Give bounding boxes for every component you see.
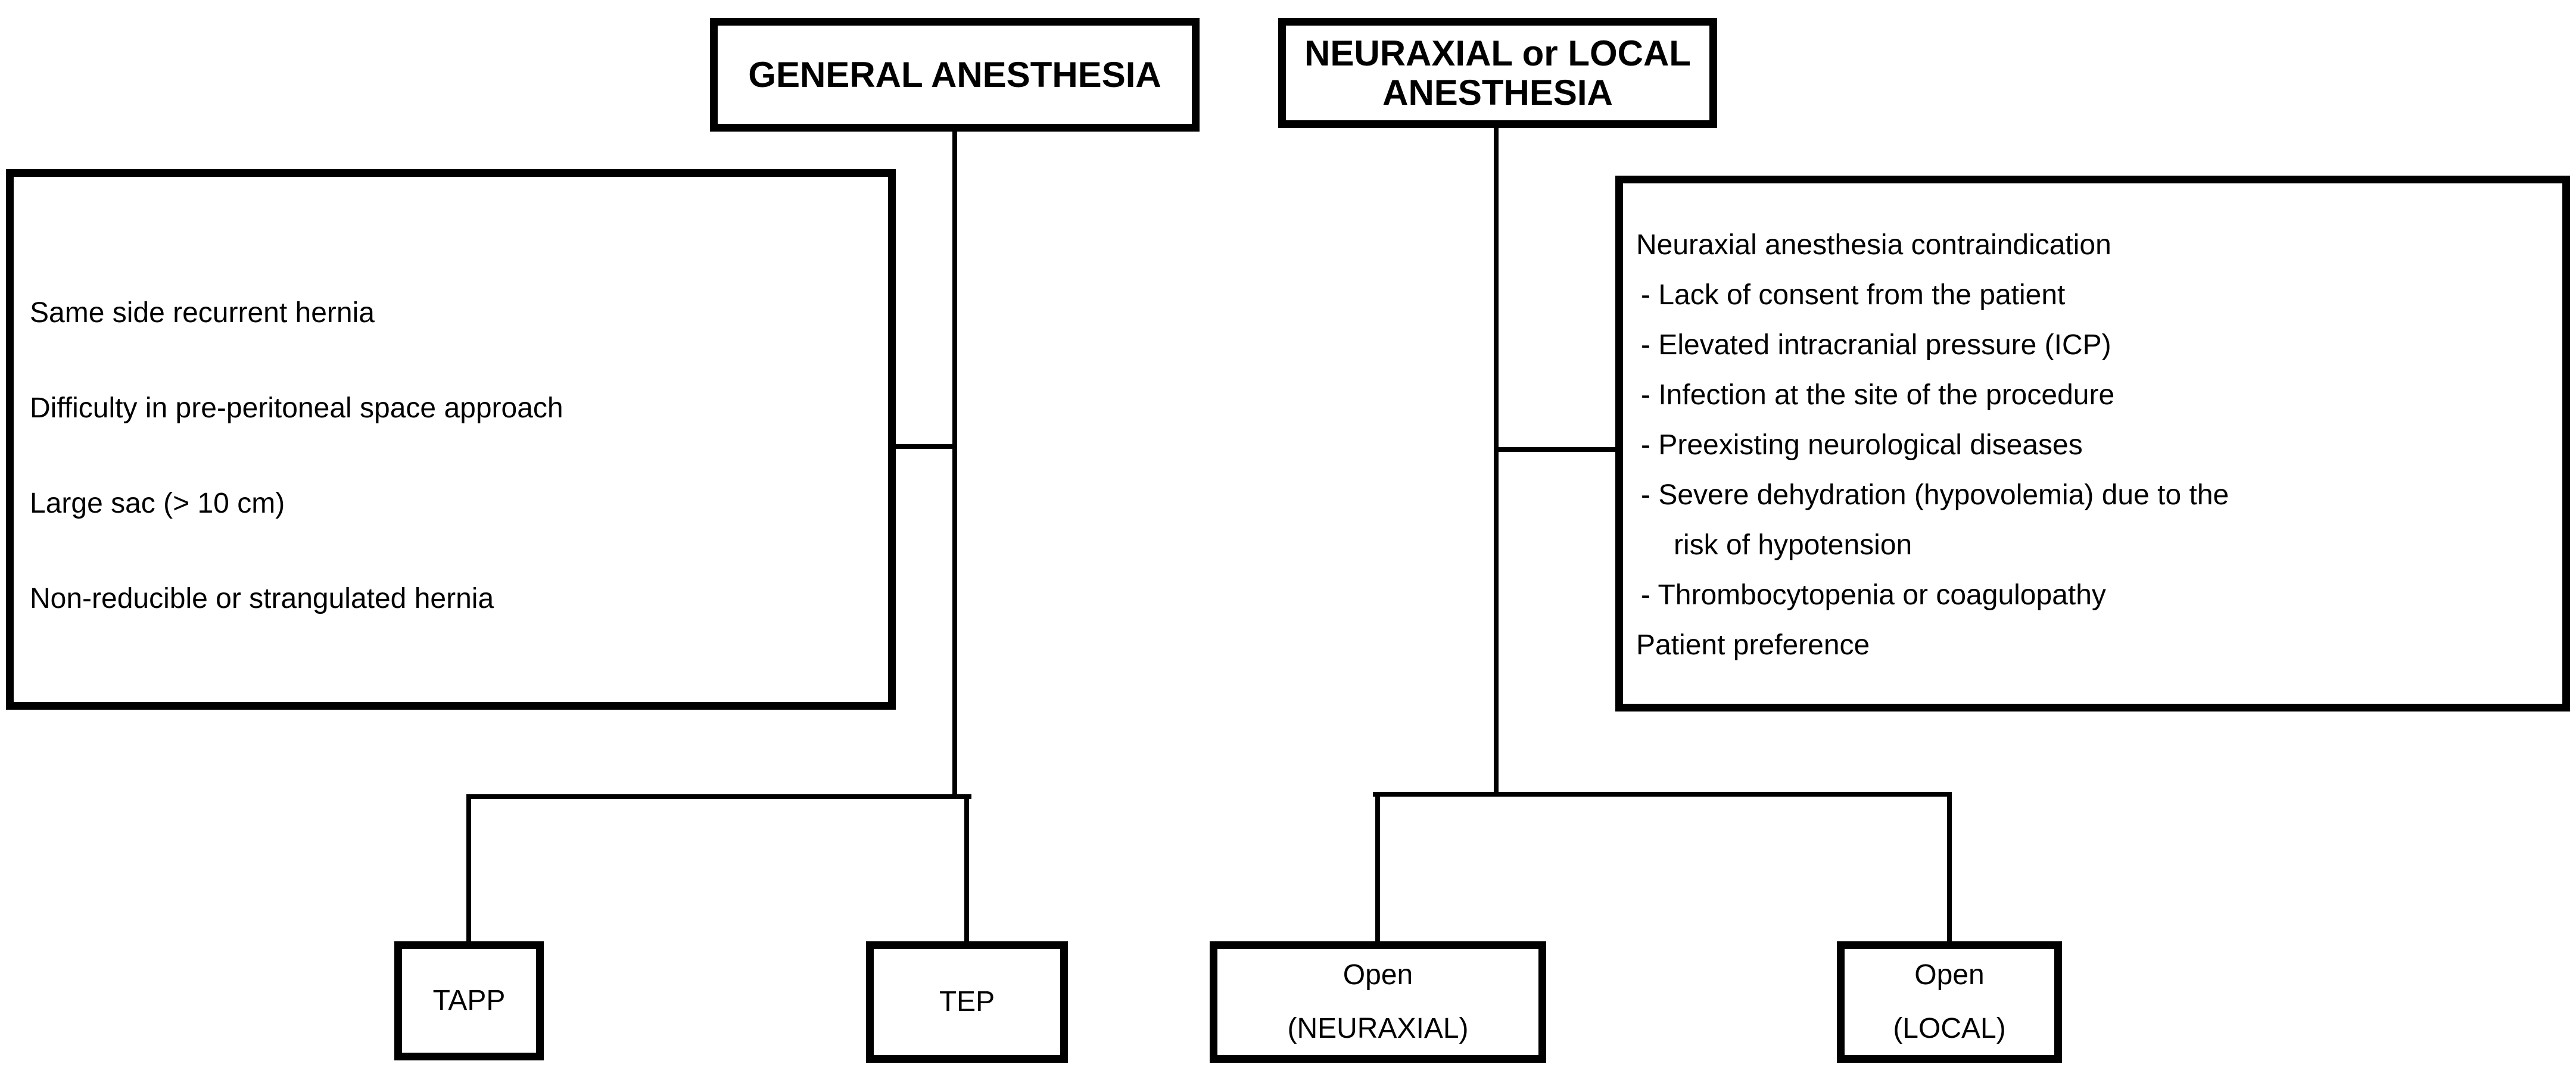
contraindications-patient-preference: Patient preference <box>1636 629 1870 661</box>
contraindication-severe-dehydration: - Severe dehydration (hypovolemia) due t… <box>1641 479 2229 511</box>
tep-label: TEP <box>939 986 995 1018</box>
line-general-branch <box>466 794 971 799</box>
tapp-label: TAPP <box>432 985 506 1016</box>
line-tapp-drop <box>466 794 471 941</box>
line-leftbox-connector <box>892 444 955 449</box>
indication-large-sac: Large sac (> 10 cm) <box>30 488 285 519</box>
line-neuraxial-drop <box>1494 127 1499 797</box>
node-open-local: Open (LOCAL) <box>1837 941 2062 1063</box>
line-open-neuraxial-drop <box>1375 792 1380 941</box>
node-general-indications: Same side recurrent hernia Difficulty in… <box>6 169 896 710</box>
indication-recurrent-hernia: Same side recurrent hernia <box>30 297 375 329</box>
open-neuraxial-label-line2: (NEURAXIAL) <box>1287 1013 1469 1044</box>
node-open-neuraxial: Open (NEURAXIAL) <box>1210 941 1546 1063</box>
neuraxial-local-title-line1: NEURAXIAL or LOCAL <box>1304 33 1691 73</box>
open-local-label-line1: Open <box>1914 959 1985 991</box>
open-local-label-line2: (LOCAL) <box>1893 1013 2006 1044</box>
open-neuraxial-label-line1: Open <box>1342 959 1413 991</box>
general-anesthesia-title: GENERAL ANESTHESIA <box>748 54 1161 95</box>
node-tapp: TAPP <box>394 941 544 1060</box>
contraindication-site-infection: - Infection at the site of the procedure <box>1641 379 2115 411</box>
line-tep-drop <box>964 794 969 941</box>
contraindication-neurological-diseases: - Preexisting neurological diseases <box>1641 429 2083 461</box>
line-general-drop <box>952 130 957 799</box>
contraindication-thrombocytopenia: - Thrombocytopenia or coagulopathy <box>1641 579 2106 611</box>
indication-preperitoneal-difficulty: Difficulty in pre-peritoneal space appro… <box>30 392 563 424</box>
contraindication-lack-of-consent: - Lack of consent from the patient <box>1641 279 2066 311</box>
indication-non-reducible: Non-reducible or strangulated hernia <box>30 583 494 614</box>
line-neuraxial-branch <box>1373 792 1952 797</box>
line-rightbox-connector <box>1494 447 1615 452</box>
neuraxial-local-title-line2: ANESTHESIA <box>1382 72 1613 113</box>
contraindication-severe-dehydration-cont: risk of hypotension <box>1674 529 1912 561</box>
node-tep: TEP <box>866 941 1068 1063</box>
contraindications-title: Neuraxial anesthesia contraindication <box>1636 229 2111 261</box>
node-neuraxial-local-anesthesia: NEURAXIAL or LOCAL ANESTHESIA <box>1278 18 1717 128</box>
line-open-local-drop <box>1947 792 1952 941</box>
node-neuraxial-contraindications: Neuraxial anesthesia contraindication - … <box>1615 176 2570 711</box>
contraindication-elevated-icp: - Elevated intracranial pressure (ICP) <box>1641 329 2111 361</box>
node-general-anesthesia: GENERAL ANESTHESIA <box>710 18 1200 132</box>
